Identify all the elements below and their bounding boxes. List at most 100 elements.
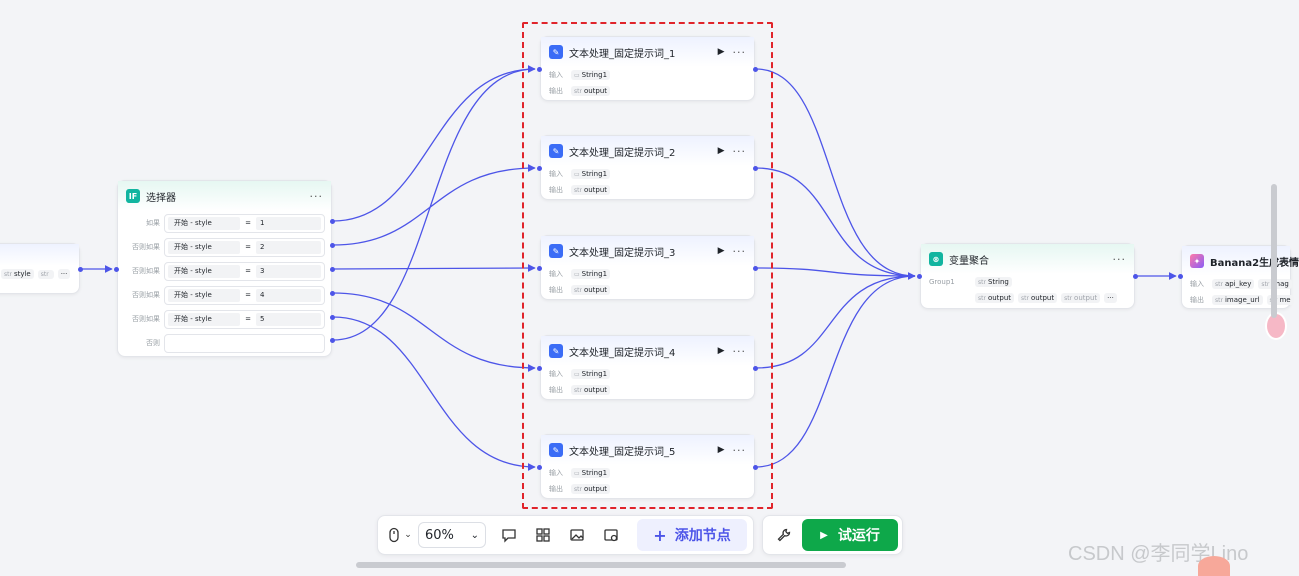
text-node-1-out[interactable] <box>753 67 758 72</box>
input-tag: ▭String1 <box>571 70 611 80</box>
edge-4-agg <box>755 275 916 369</box>
horizontal-scrollbar[interactable] <box>356 562 846 568</box>
text-node-1-in[interactable] <box>537 67 542 72</box>
edge-elif3-3 <box>332 264 536 272</box>
text-node-5-in[interactable] <box>537 465 542 470</box>
text-node-4-in[interactable] <box>537 366 542 371</box>
selector-port-else[interactable] <box>330 338 335 343</box>
layout-button[interactable] <box>526 521 560 549</box>
input-tag: ▭String1 <box>571 468 611 478</box>
edge-if-1 <box>332 65 536 222</box>
play-icon[interactable]: ▶ <box>717 346 725 356</box>
text-process-icon: ✎ <box>549 344 563 358</box>
text-node-2-out[interactable] <box>753 166 758 171</box>
image-icon <box>570 529 584 541</box>
if-icon: IF <box>126 189 140 203</box>
selector-node[interactable]: IF 选择器 ··· 如果 开始 - style=1 否则如果 开始 - sty… <box>117 180 332 357</box>
play-icon[interactable]: ▶ <box>717 47 725 57</box>
more-icon[interactable]: ··· <box>732 244 746 258</box>
play-icon: ▶ <box>820 529 828 541</box>
selector-input-port[interactable] <box>114 267 119 272</box>
text-process-icon: ✎ <box>549 443 563 457</box>
condition-row[interactable]: 否则如果 开始 - style=4 <box>118 283 331 307</box>
text-process-icon: ✎ <box>549 244 563 258</box>
aggregate-out[interactable] <box>1133 274 1138 279</box>
condition-row[interactable]: 否则如果 开始 - style=2 <box>118 235 331 259</box>
canvas-toolbar: ⌄ 60% ⌄ + 添加节点 <box>377 515 754 555</box>
add-node-button[interactable]: + 添加节点 <box>637 519 747 551</box>
play-icon[interactable]: ▶ <box>717 445 725 455</box>
plus-icon: + <box>653 525 667 545</box>
image-type-icon: ▭ <box>574 270 580 278</box>
more-icon[interactable]: ··· <box>57 269 71 279</box>
edge-5-agg <box>755 275 916 468</box>
test-run-button[interactable]: ▶ 试运行 <box>802 519 898 551</box>
banana-icon: ✦ <box>1190 254 1204 268</box>
mascot-icon <box>1198 556 1230 576</box>
minimap-button[interactable] <box>594 521 628 549</box>
more-icon[interactable]: ··· <box>309 189 323 203</box>
settings-button[interactable] <box>767 521 801 549</box>
text-node-2-in[interactable] <box>537 166 542 171</box>
play-icon[interactable]: ▶ <box>717 146 725 156</box>
condition-row[interactable]: 否则如果 开始 - style=3 <box>118 259 331 283</box>
condition-row[interactable]: 如果 开始 - style=1 <box>118 211 331 235</box>
edge-3-agg <box>755 267 916 277</box>
text-node-4-out[interactable] <box>753 366 758 371</box>
else-row[interactable]: 否则 <box>118 331 331 355</box>
run-toolbar: ▶ 试运行 <box>762 515 903 555</box>
comment-button[interactable] <box>492 521 526 549</box>
more-icon[interactable]: ··· <box>1112 252 1126 266</box>
selector-port-3[interactable] <box>330 267 335 272</box>
banana-in[interactable] <box>1178 274 1183 279</box>
edge-2-agg <box>755 167 916 277</box>
edge-elif2-2 <box>332 164 536 246</box>
text-node-3-in[interactable] <box>537 266 542 271</box>
mouse-mode-button[interactable]: ⌄ <box>384 521 414 549</box>
image-type-icon: ▭ <box>574 170 580 178</box>
edge-elif5-5 <box>332 316 536 471</box>
more-icon[interactable]: ··· <box>732 344 746 358</box>
selector-port-5[interactable] <box>330 315 335 320</box>
more-icon[interactable]: ··· <box>732 45 746 59</box>
vertical-scrollbar[interactable] <box>1271 184 1277 318</box>
image-type-icon: ▭ <box>574 370 580 378</box>
selector-port-1[interactable] <box>330 219 335 224</box>
more-icon[interactable]: ··· <box>732 443 746 457</box>
text-node-5-out[interactable] <box>753 465 758 470</box>
zoom-select[interactable]: 60% ⌄ <box>418 522 486 548</box>
image-button[interactable] <box>560 521 594 549</box>
play-icon[interactable]: ▶ <box>717 246 725 256</box>
aggregate-in[interactable] <box>917 274 922 279</box>
input-tag: ▭String1 <box>571 369 611 379</box>
image-type-icon: ▭ <box>574 71 580 79</box>
text-node-3-out[interactable] <box>753 266 758 271</box>
grid-layout-icon <box>536 528 550 542</box>
more-icon[interactable]: ··· <box>1104 293 1117 303</box>
chevron-down-icon: ⌄ <box>404 530 412 540</box>
text-process-icon: ✎ <box>549 45 563 59</box>
edge-elif4-4 <box>332 292 536 372</box>
selector-port-2[interactable] <box>330 243 335 248</box>
selector-port-4[interactable] <box>330 291 335 296</box>
selector-title: 选择器 <box>146 192 176 204</box>
start-output-port[interactable] <box>78 267 83 272</box>
condition-row[interactable]: 否则如果 开始 - style=5 <box>118 307 331 331</box>
more-icon[interactable]: ··· <box>732 144 746 158</box>
input-tag: ▭String1 <box>571 269 611 279</box>
